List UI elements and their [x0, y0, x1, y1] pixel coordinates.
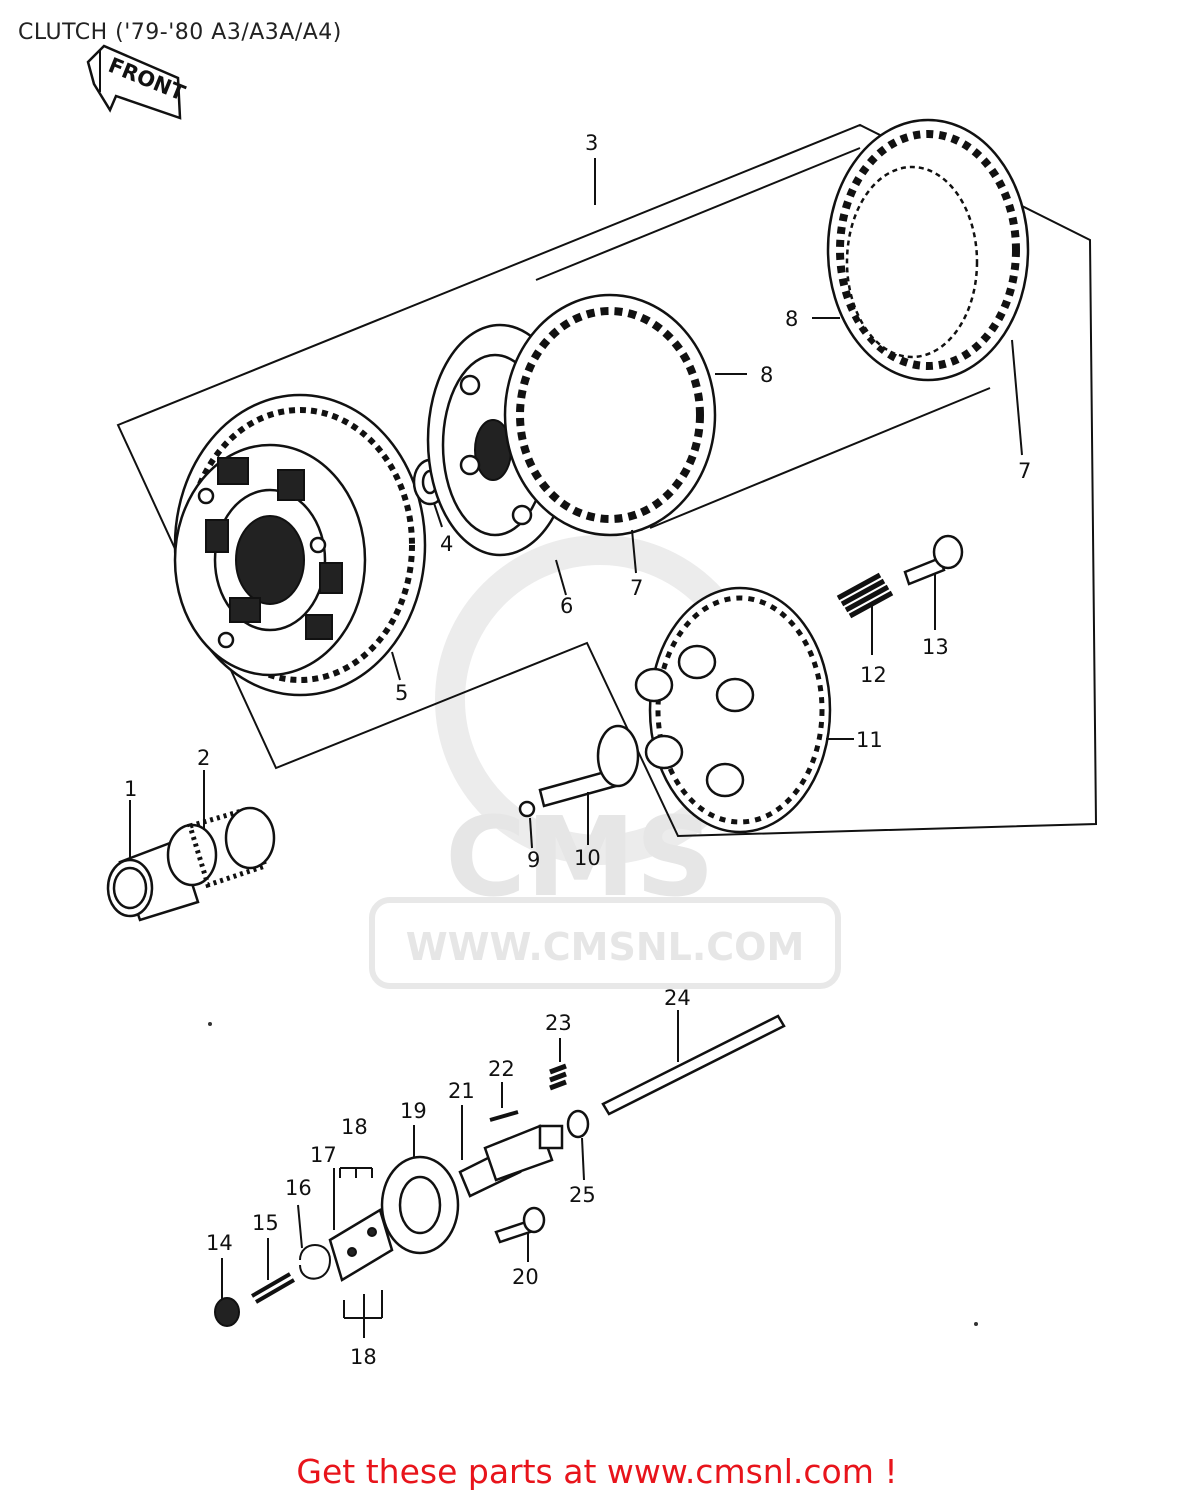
callout-25: 25 — [569, 1183, 596, 1207]
bolt-20-part — [494, 1206, 546, 1244]
release-shaft-part — [601, 1014, 786, 1116]
callout-7b: 7 — [1018, 459, 1031, 483]
circlip-part — [299, 1244, 332, 1280]
watermark-url: WWW.CMSNL.COM — [406, 925, 805, 969]
steel-ball-part — [518, 800, 536, 818]
callout-23: 23 — [545, 1011, 572, 1035]
callout-20: 20 — [512, 1265, 539, 1289]
leader-lines — [129, 158, 1023, 1338]
callout-21: 21 — [448, 1079, 475, 1103]
pin-part — [489, 1110, 519, 1122]
cms-watermark: CMS WWW.CMSNL.COM — [369, 535, 841, 989]
callout-19: 19 — [400, 1099, 427, 1123]
release-lever-part — [458, 1124, 564, 1198]
front-arrow-icon: FRONT — [86, 44, 189, 120]
callout-8b: 8 — [785, 307, 798, 331]
clutch-plate-stack-part — [826, 118, 1030, 382]
callout-24: 24 — [664, 986, 691, 1010]
callout-11: 11 — [856, 728, 883, 752]
callout-9: 9 — [527, 848, 540, 872]
callout-12: 12 — [860, 663, 887, 687]
needle-bearing-part — [166, 806, 276, 889]
friction-plate-part — [503, 293, 717, 537]
callout-13: 13 — [922, 635, 949, 659]
callout-18b: 18 — [350, 1345, 377, 1369]
callout-15: 15 — [252, 1211, 279, 1235]
o-ring-part — [566, 1109, 590, 1139]
clutch-housing-part — [173, 393, 427, 697]
callout-7a: 7 — [630, 576, 643, 600]
callout-5: 5 — [395, 681, 408, 705]
callout-17: 17 — [310, 1143, 337, 1167]
callout-2: 2 — [197, 746, 210, 770]
footer-link-text[interactable]: Get these parts at www.cmsnl.com ! — [296, 1452, 898, 1491]
callout-1: 1 — [124, 777, 137, 801]
callout-22: 22 — [488, 1057, 515, 1081]
callout-16: 16 — [285, 1176, 312, 1200]
pressure-plate-part — [634, 586, 832, 834]
adjuster-plate-part — [328, 1208, 394, 1282]
callout-14: 14 — [206, 1231, 233, 1255]
watermark-url-box — [369, 897, 841, 989]
callout-10: 10 — [574, 846, 601, 870]
clutch-spring-part — [836, 572, 894, 619]
adjusting-screw-part — [250, 1272, 296, 1304]
callout-3: 3 — [585, 131, 598, 155]
diagram-title: CLUTCH ('79-'80 A3/A3A/A4) — [18, 20, 342, 45]
callout-6: 6 — [560, 594, 573, 618]
clutch-bolt-part — [903, 534, 964, 586]
push-rod-part — [538, 724, 640, 808]
release-housing-part — [380, 1155, 460, 1255]
callout-18a: 18 — [341, 1115, 368, 1139]
release-spring-part — [549, 1063, 567, 1091]
callout-8a: 8 — [760, 363, 773, 387]
callout-4: 4 — [440, 532, 453, 556]
lock-nut-part — [214, 1297, 240, 1327]
